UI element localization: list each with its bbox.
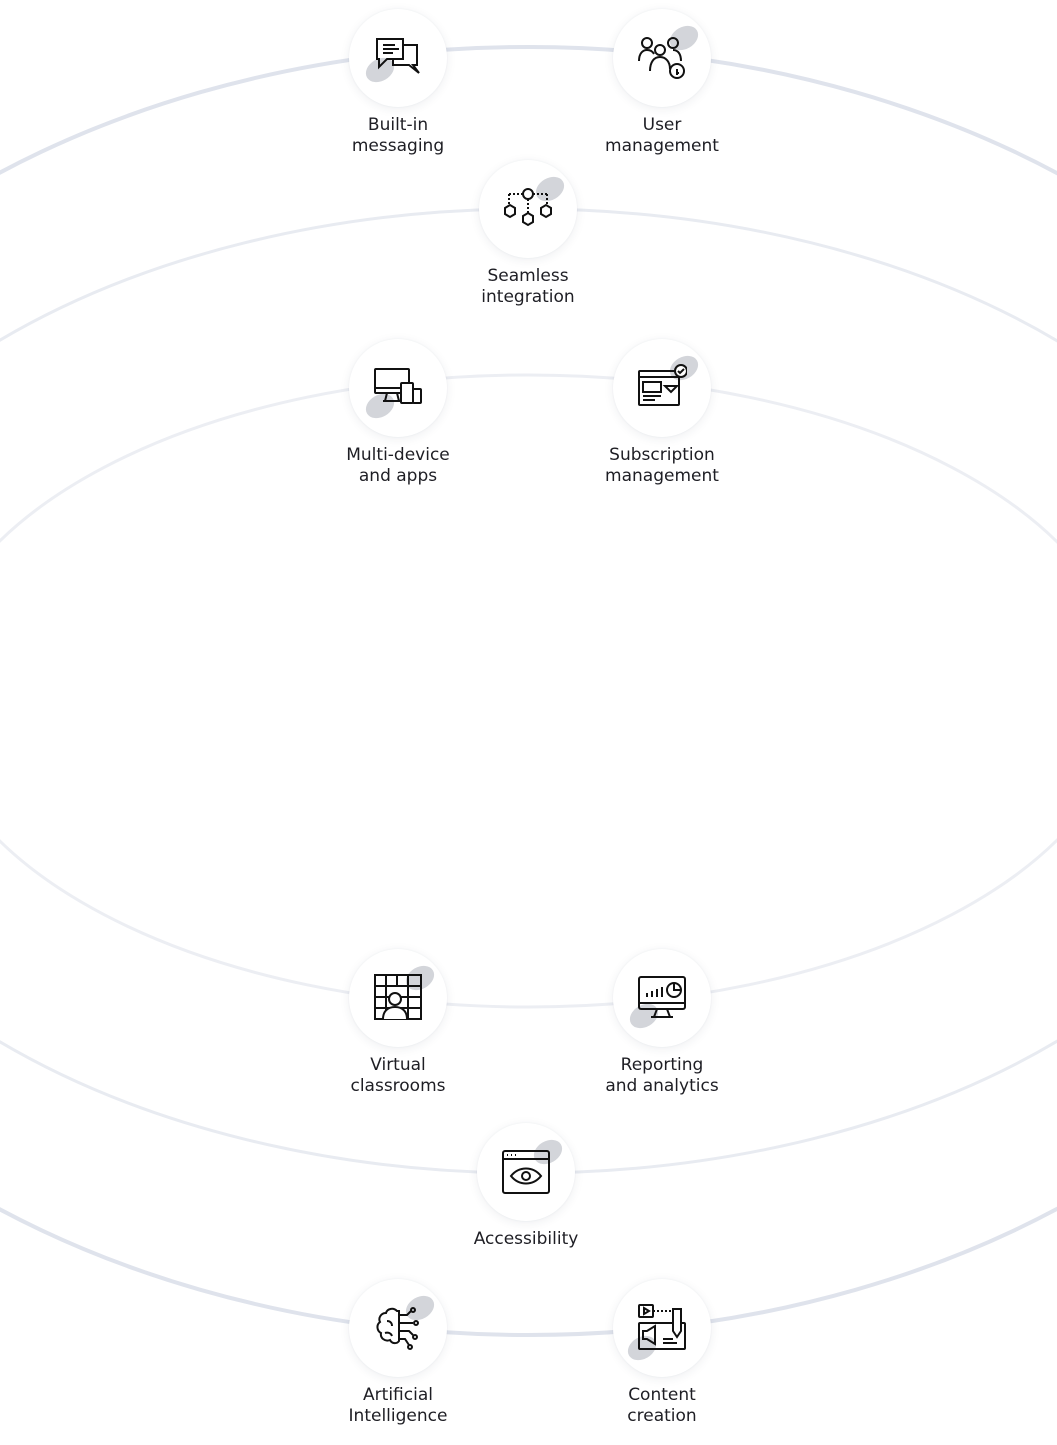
orbit-outer bbox=[0, 45, 1057, 1337]
label-line: Accessibility bbox=[473, 1229, 579, 1249]
label-line: and apps bbox=[358, 466, 438, 486]
label-line: messaging bbox=[351, 136, 445, 156]
integration-network-icon bbox=[504, 188, 552, 227]
label-line: classrooms bbox=[350, 1076, 446, 1096]
label-line: Reporting bbox=[620, 1055, 704, 1075]
devices-icon bbox=[374, 368, 422, 404]
label-line: Artificial bbox=[363, 1385, 433, 1405]
label-line: management bbox=[605, 136, 719, 156]
label-line: Subscription bbox=[609, 445, 715, 465]
label-line: management bbox=[605, 466, 719, 486]
label-line: Multi-device bbox=[346, 445, 450, 465]
analytics-monitor-icon bbox=[638, 976, 686, 1018]
label-line: Intelligence bbox=[348, 1406, 448, 1426]
orbit-middle bbox=[0, 207, 1057, 1175]
subscription-browser-icon bbox=[638, 364, 687, 406]
label-line: Virtual bbox=[370, 1055, 426, 1075]
users-key-icon bbox=[638, 37, 685, 79]
label-line: and analytics bbox=[605, 1076, 719, 1096]
label-line: Built-in bbox=[367, 115, 429, 135]
label-line: creation bbox=[627, 1406, 697, 1426]
eye-browser-icon bbox=[502, 1150, 550, 1194]
video-grid-icon bbox=[374, 974, 422, 1020]
label-line: Content bbox=[628, 1385, 696, 1405]
content-creation-icon bbox=[638, 1304, 686, 1350]
feature-accessibility: Accessibility bbox=[426, 1123, 626, 1250]
label-line: integration bbox=[481, 287, 575, 307]
brain-circuit-icon bbox=[376, 1307, 419, 1350]
label-line: User bbox=[642, 115, 682, 135]
label-line: Seamless bbox=[487, 266, 569, 286]
orbit-inner bbox=[0, 373, 1057, 1009]
chat-bubbles-icon bbox=[376, 38, 420, 74]
